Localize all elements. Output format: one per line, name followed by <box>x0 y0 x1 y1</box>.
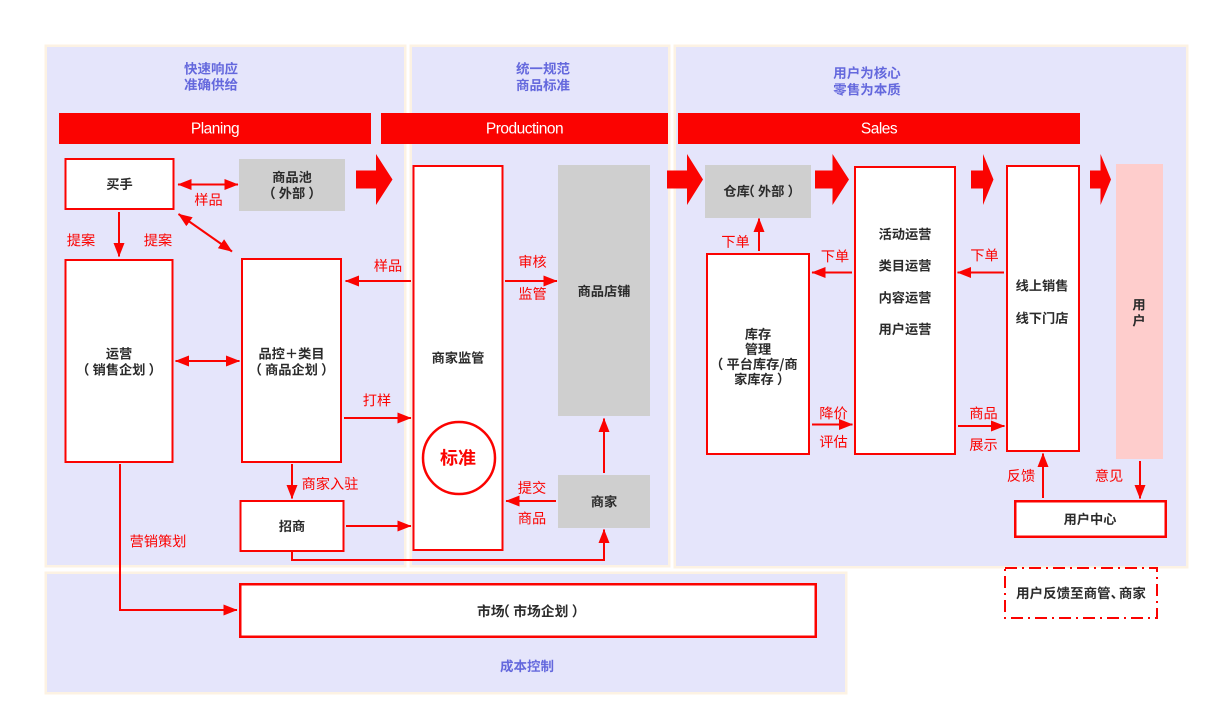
svg-text:Sales: Sales <box>861 121 898 138</box>
svg-text:Planing: Planing <box>191 121 239 138</box>
svg-text:Productinon: Productinon <box>486 121 563 138</box>
